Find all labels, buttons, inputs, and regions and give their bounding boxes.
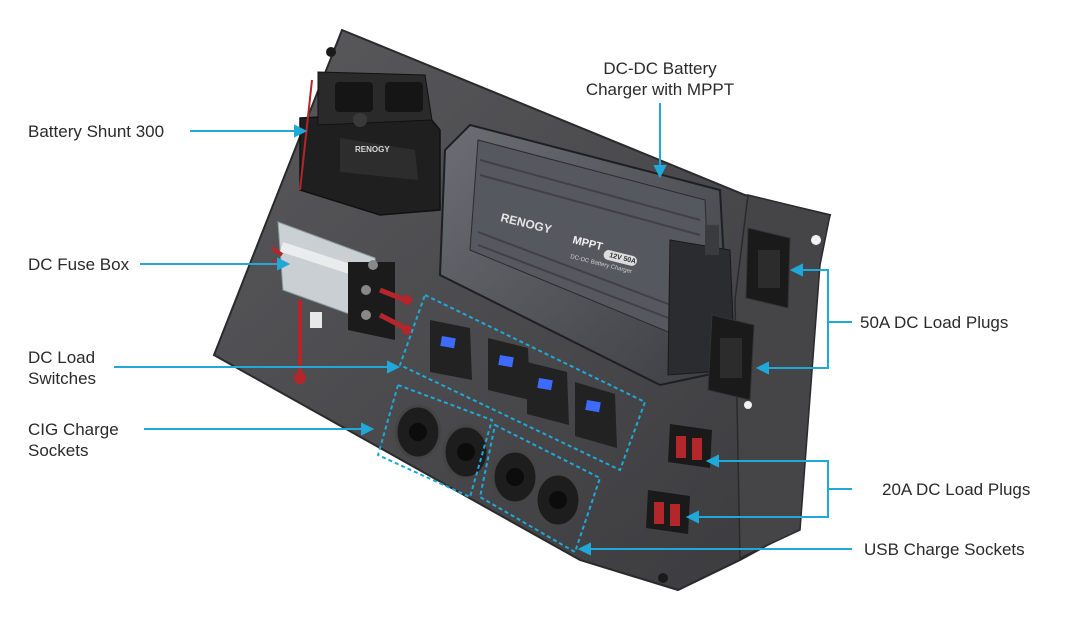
label-dc-load-switches: DC Load Switches — [28, 347, 96, 389]
label-cig-sockets-line2: Sockets — [28, 441, 89, 460]
plug-20a[interactable] — [646, 490, 690, 534]
fuse-box — [270, 221, 412, 384]
cig-group-outline — [376, 383, 494, 499]
load-switch[interactable] — [527, 362, 569, 425]
label-20a-plugs: 20A DC Load Plugs — [882, 480, 1031, 499]
label-dc-load-switches-line1: DC Load — [28, 348, 96, 367]
load-switch[interactable] — [575, 382, 617, 448]
label-cig-sockets-line1: CIG Charge — [28, 420, 119, 439]
mount-hole — [326, 47, 336, 57]
label-dc-dc-charger: DC-DC Battery Charger with MPPT — [575, 58, 745, 100]
load-switch[interactable] — [488, 338, 530, 400]
dc-dc-charger: RENOGY MPPT 12V 50A DC-DC Battery Charge… — [438, 123, 736, 387]
usb-group-outline — [478, 423, 602, 554]
label-50a-plugs: 50A DC Load Plugs — [860, 313, 1009, 332]
label-cig-sockets: CIG Charge Sockets — [28, 419, 119, 461]
charge-sockets — [394, 404, 582, 528]
switch-group-outline — [398, 293, 647, 472]
plugs-20a — [646, 424, 712, 534]
plug-20a[interactable] — [668, 424, 712, 468]
label-dc-dc-charger-line1: DC-DC Battery — [603, 59, 717, 78]
label-dc-load-switches-line2: Switches — [28, 369, 97, 388]
label-battery-shunt: Battery Shunt 300 — [28, 122, 165, 141]
group-outlines — [376, 293, 647, 554]
shunt-brand-text: RENOGY — [355, 145, 390, 154]
label-dc-fuse-box: DC Fuse Box — [28, 255, 130, 274]
label-usb-sockets: USB Charge Sockets — [864, 540, 1025, 559]
mount-hole — [744, 401, 752, 409]
mount-hole — [658, 573, 668, 583]
load-switches — [430, 320, 617, 448]
charger-badge — [603, 250, 637, 266]
label-dc-dc-charger-line2: Charger with MPPT — [585, 80, 735, 99]
load-switch[interactable] — [430, 320, 472, 380]
callout-lines — [114, 103, 852, 556]
battery-shunt: RENOGY — [299, 71, 441, 216]
plugs-50a — [707, 227, 791, 401]
mount-hole — [811, 235, 821, 245]
